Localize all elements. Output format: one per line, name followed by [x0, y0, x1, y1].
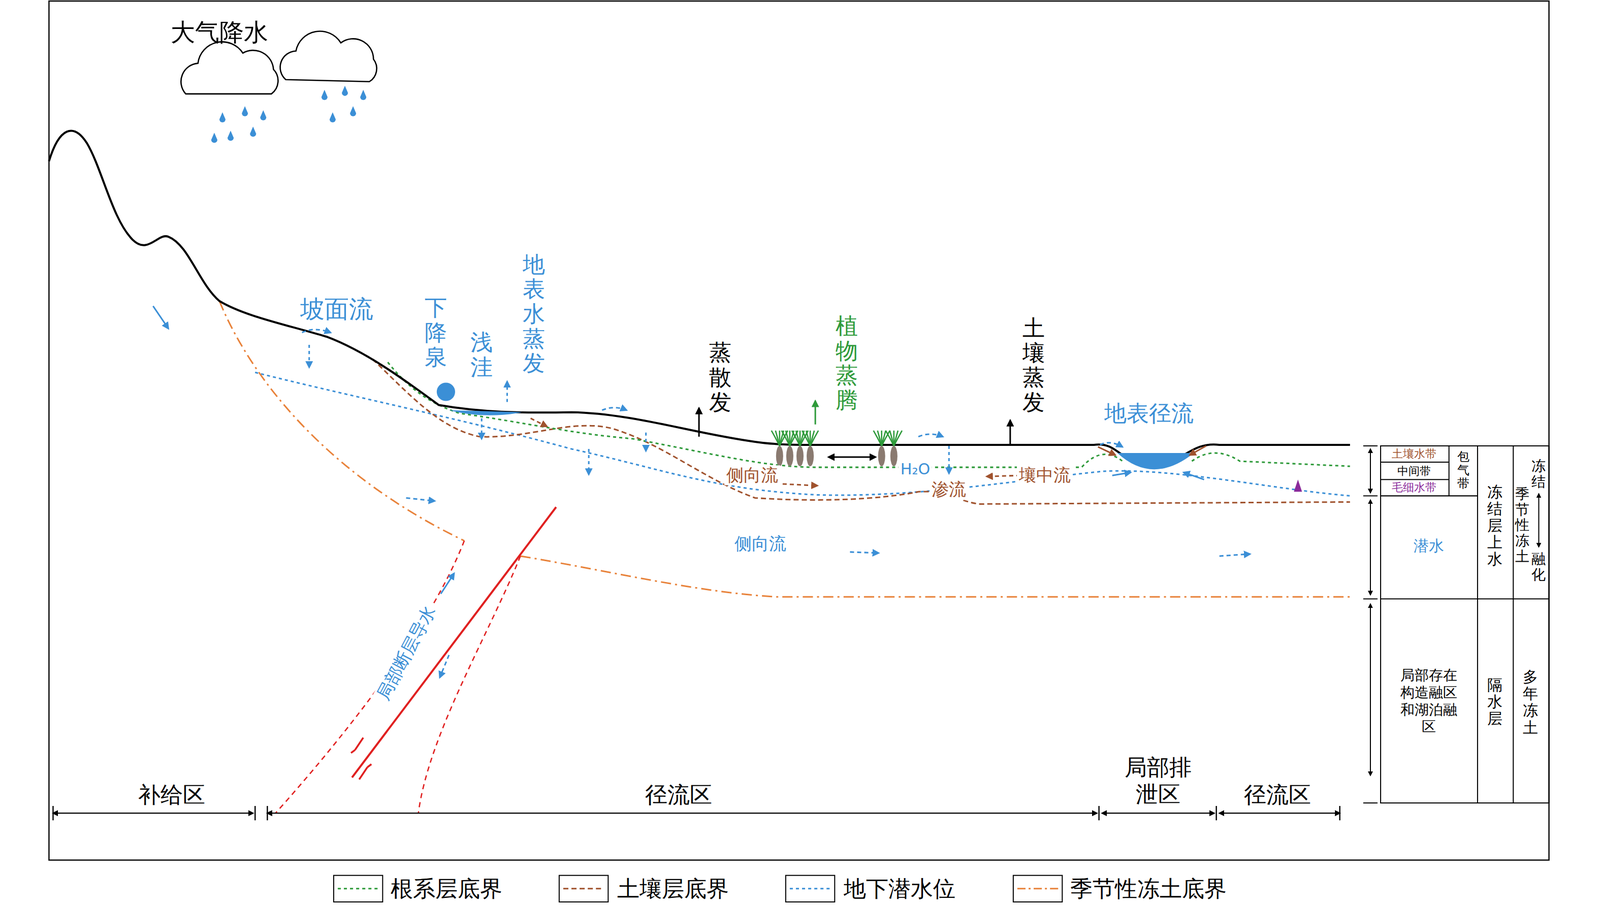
label: 冻结层上水 — [1487, 483, 1503, 568]
label: 冻结 — [1531, 458, 1546, 491]
label: 局部断层导水 — [371, 600, 440, 706]
label: 植物蒸腾 — [835, 313, 858, 413]
label: 补给区 — [138, 782, 206, 809]
label: 浅洼 — [470, 330, 493, 380]
label: 蒸散发 — [709, 340, 732, 415]
label: 融化 — [1531, 551, 1546, 584]
legend-text: 季节性冻土底界 — [1070, 875, 1227, 902]
label: 地表径流 — [1104, 400, 1194, 427]
label: H₂O — [898, 460, 933, 479]
label: 下降泉 — [424, 295, 447, 370]
label: 侧向流 — [732, 533, 789, 554]
label: 径流区 — [645, 782, 713, 809]
label: 隔水层 — [1487, 676, 1503, 727]
label: 渗流 — [929, 480, 969, 500]
label: 季节性冻土 — [1515, 486, 1530, 565]
legend-text: 根系层底界 — [390, 875, 503, 902]
label: 土壤水带 — [1391, 447, 1437, 461]
label: 中间带 — [1397, 464, 1431, 478]
label: 径流区 — [1243, 782, 1311, 809]
label: 潜水 — [1413, 536, 1445, 555]
label: 壤中流 — [1016, 465, 1073, 486]
label: 局部存在构造融区和湖泊融区 — [1397, 666, 1460, 736]
label: 坡面流 — [300, 295, 374, 324]
legend-text: 土壤层底界 — [617, 875, 729, 902]
label: 包气带 — [1457, 450, 1470, 491]
label: 地表水蒸发 — [522, 252, 546, 376]
legend-text: 地下潜水位 — [843, 875, 956, 902]
label: 土壤蒸发 — [1022, 315, 1045, 415]
label: 局部排泄区 — [1122, 753, 1194, 808]
label: 侧向流 — [724, 465, 781, 486]
label: 多年冻土 — [1522, 668, 1539, 736]
label: 大气降水 — [170, 18, 269, 47]
label: 毛细水带 — [1391, 481, 1437, 495]
